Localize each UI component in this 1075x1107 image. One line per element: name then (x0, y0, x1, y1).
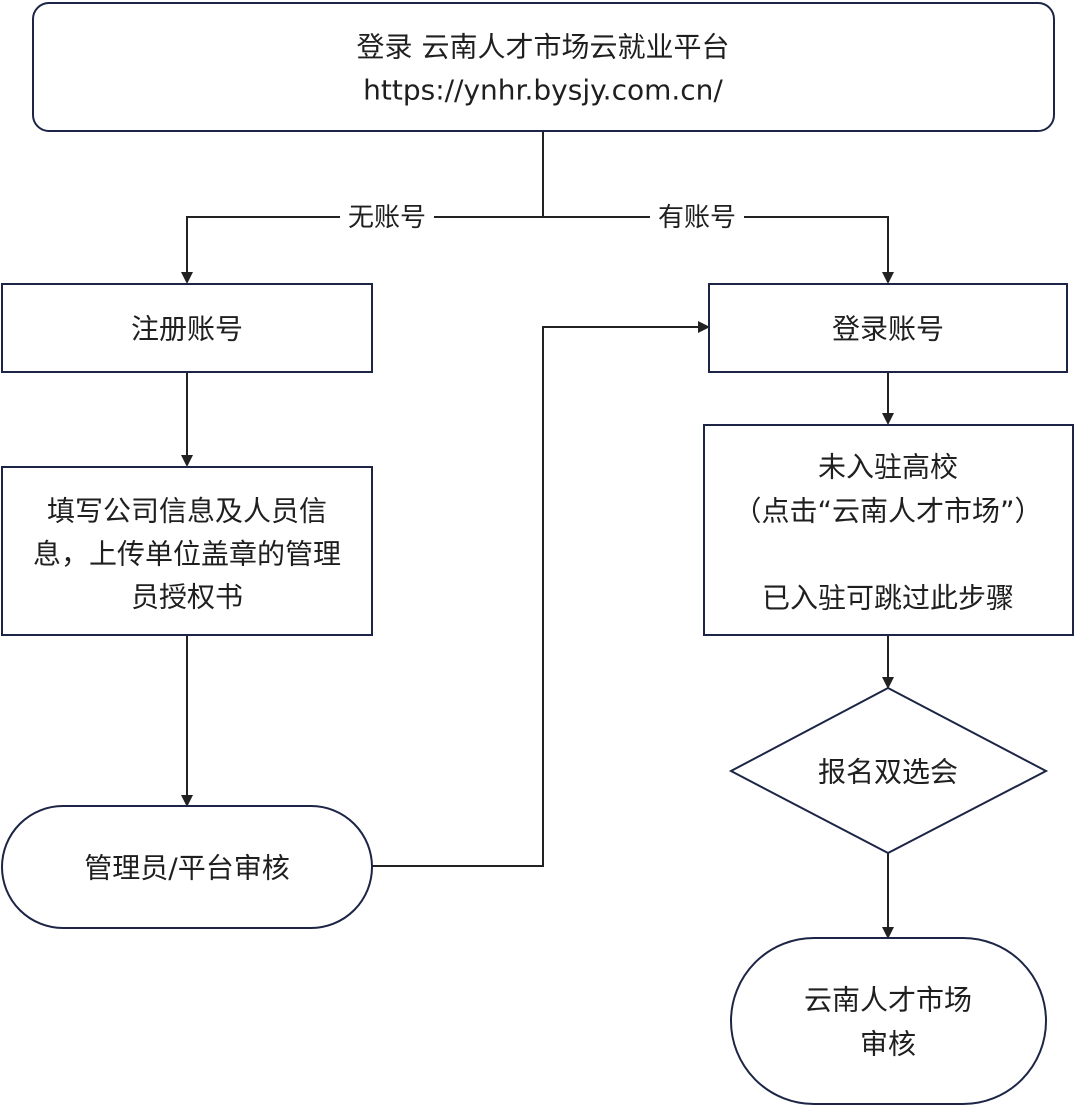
join-school-line3: 已入驻可跳过此步骤 (762, 582, 1014, 615)
signup-fair-label: 报名双选会 (818, 756, 958, 789)
login-label: 登录账号 (832, 313, 944, 346)
join-school-line2: （点击“云南人才市场”） (733, 495, 1042, 528)
admin-review-label: 管理员/平台审核 (84, 852, 289, 885)
start-title: 登录 云南人才市场云就业平台 (357, 31, 730, 64)
market-review-line2: 审核 (860, 1028, 916, 1061)
register-label: 注册账号 (131, 313, 243, 346)
edge-label-no-account: 无账号 (348, 203, 426, 233)
node-signup-fair (728, 686, 1049, 855)
edge-review-login (372, 321, 710, 867)
node-register-account (1, 283, 373, 373)
edge-label-has-account: 有账号 (658, 203, 736, 233)
node-login-account (708, 283, 1068, 373)
fill-info-line3: 员授权书 (131, 581, 243, 614)
fill-info-line1: 填写公司信息及人员信 (47, 495, 327, 528)
node-start-login-platform (32, 2, 1055, 132)
market-review-line1: 云南人才市场 (804, 984, 972, 1017)
join-school-line1: 未入驻高校 (818, 451, 958, 484)
node-market-review (730, 937, 1047, 1105)
node-join-school (703, 424, 1074, 636)
fill-info-line2: 息，上传单位盖章的管理 (33, 538, 341, 571)
start-url: https://ynhr.bysjy.com.cn/ (363, 74, 723, 107)
node-fill-company-info (1, 466, 373, 636)
node-admin-review (1, 805, 373, 929)
